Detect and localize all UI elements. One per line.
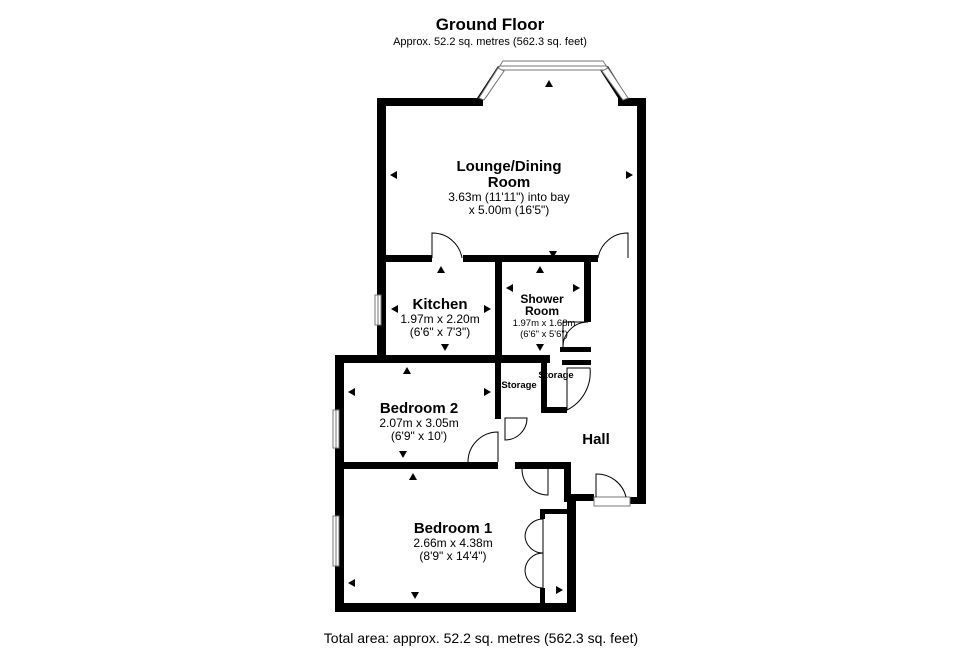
window-bay-left: [478, 67, 505, 101]
room-bedroom2: Bedroom 2 2.07m x 3.05m (6'9" x 10'): [379, 400, 458, 443]
bedroom2-dim2: (6'9" x 10'): [391, 429, 447, 443]
wall-storage-b-top: [562, 360, 591, 365]
wall-wardrobe-left-bottom: [540, 588, 545, 604]
lounge-name-line1: Lounge/Dining: [457, 158, 562, 175]
lounge-name-line2: Room: [488, 174, 531, 191]
wall-hall-step: [564, 462, 571, 502]
room-shower: Shower Room 1.97m x 1.68m (6'6" x 5'6"): [513, 292, 576, 340]
wall-hall-bottom-left: [564, 494, 594, 501]
bedroom2-name: Bedroom 2: [380, 400, 458, 417]
wall-kitchen-bottom: [335, 355, 550, 363]
door-wardrobe-top: [524, 518, 544, 554]
wall-kitchen-shower: [495, 255, 502, 363]
wall-bedroom2-bottom: [344, 462, 498, 469]
wall-bedroom1-right: [567, 496, 576, 612]
wall-wardrobe-left-top: [540, 509, 545, 519]
wall-right: [637, 98, 646, 504]
kitchen-dim2: (6'6" x 7'3"): [410, 325, 470, 339]
door-lounge-hall: [597, 232, 629, 259]
doors: [431, 232, 629, 589]
door-storage-a: [504, 417, 528, 441]
lounge-dim1: 3.63m (11'11") into bay: [448, 190, 570, 204]
shower-name-line1: Shower: [520, 292, 564, 306]
bedroom1-name: Bedroom 1: [414, 520, 492, 537]
door-bedroom1: [521, 468, 549, 496]
shower-dim1: 1.97m x 1.68m: [513, 318, 576, 329]
total-area: Total area: approx. 52.2 sq. metres (562…: [324, 630, 638, 646]
measurement-arrows: [348, 80, 633, 599]
storage-b-name: Storage: [538, 370, 573, 381]
bedroom1-dim1: 2.66m x 4.38m: [413, 536, 492, 550]
door-wardrobe-bottom: [524, 552, 544, 589]
window-bay-right: [601, 67, 629, 101]
wall-bedroom1-top-right: [515, 462, 571, 469]
kitchen-name: Kitchen: [412, 296, 467, 313]
wall-hall-bottom-right: [630, 497, 646, 504]
shower-name-line2: Room: [525, 304, 559, 318]
wall-shower-bottom-step: [560, 347, 591, 352]
lounge-dim2: x 5.00m (16'5"): [469, 203, 550, 217]
door-kitchen: [431, 232, 463, 259]
door-bedroom2: [467, 431, 499, 463]
wall-bedroom1-bottom: [335, 603, 576, 612]
storage-a-name: Storage: [501, 380, 536, 391]
wall-lounge-top-right: [618, 98, 646, 106]
windows: [332, 60, 631, 567]
door-front: [595, 473, 627, 498]
hall-name: Hall: [582, 431, 610, 448]
wall-storage-b-left: [541, 363, 547, 413]
door-storage-b: [566, 367, 591, 411]
wall-lounge-bottom-b: [463, 255, 598, 262]
wall-wardrobe-top: [540, 509, 570, 514]
room-kitchen: Kitchen 1.97m x 2.20m (6'6" x 7'3"): [400, 296, 479, 339]
wall-lounge-top-left: [377, 98, 483, 106]
bedroom2-dim1: 2.07m x 3.05m: [379, 416, 458, 430]
floor-title: Ground Floor: [436, 15, 545, 34]
wall-storage-b-bottom: [541, 407, 567, 413]
wall-storage-a: [495, 363, 501, 419]
floor-area-subtitle: Approx. 52.2 sq. metres (562.3 sq. feet): [393, 36, 587, 48]
wall-shower-right: [584, 262, 591, 322]
door-shower: [562, 321, 589, 348]
bedroom1-dim2: (8'9" x 14'4"): [419, 549, 486, 563]
room-lounge: Lounge/Dining Room 3.63m (11'11") into b…: [448, 158, 570, 217]
shower-dim2: (6'6" x 5'6"): [520, 329, 568, 340]
wall-lounge-left: [377, 98, 386, 360]
kitchen-dim1: 1.97m x 2.20m: [400, 312, 479, 326]
room-bedroom1: Bedroom 1 2.66m x 4.38m (8'9" x 14'4"): [413, 520, 492, 563]
wall-lounge-bottom-a: [386, 255, 432, 262]
front-door-threshold: [593, 496, 631, 507]
